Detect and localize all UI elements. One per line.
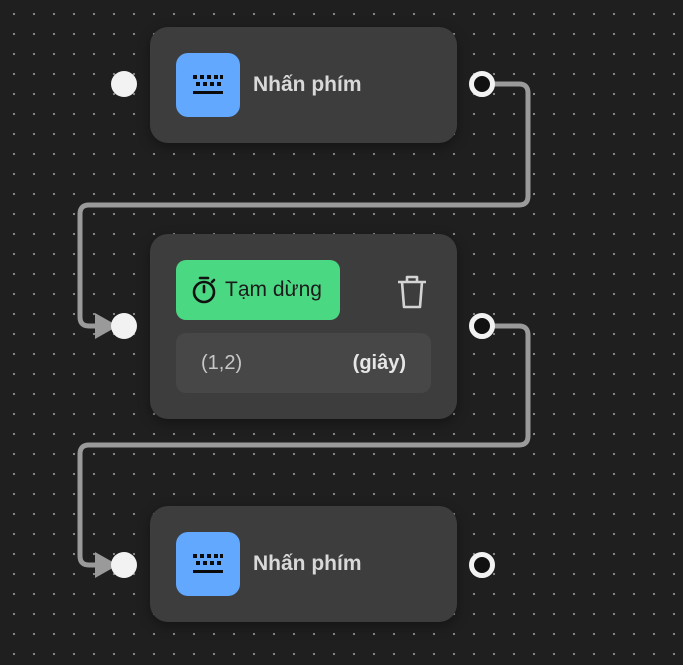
node-label: Nhấn phím bbox=[253, 73, 362, 96]
trash-icon[interactable] bbox=[394, 272, 430, 312]
node-2-output-handle[interactable] bbox=[469, 313, 495, 339]
node-key-press-1[interactable]: Nhấn phím bbox=[150, 27, 457, 143]
node-3-output-handle[interactable] bbox=[469, 552, 495, 578]
node-3-input-handle[interactable] bbox=[111, 552, 137, 578]
pause-button[interactable]: Tạm dừng bbox=[176, 260, 340, 320]
edge-1-to-2-arrowhead bbox=[95, 313, 118, 339]
node-label: Nhấn phím bbox=[253, 552, 362, 575]
delay-unit: (giây) bbox=[352, 351, 406, 374]
edge-2-to-3 bbox=[77, 323, 531, 568]
edge-2-to-3-arrowhead bbox=[95, 552, 118, 578]
keyboard-icon bbox=[176, 532, 240, 596]
node-pause[interactable]: Tạm dừng (1,2) (giây) bbox=[150, 234, 457, 419]
pause-label: Tạm dừng bbox=[225, 278, 322, 301]
node-1-output-handle[interactable] bbox=[469, 71, 495, 97]
delay-param-field[interactable]: (1,2) (giây) bbox=[176, 333, 431, 393]
timer-icon bbox=[191, 276, 217, 304]
node-1-input-handle[interactable] bbox=[111, 71, 137, 97]
edge-1-to-2 bbox=[77, 81, 531, 329]
keyboard-icon bbox=[176, 53, 240, 117]
delay-value[interactable]: (1,2) bbox=[201, 351, 243, 374]
node-key-press-2[interactable]: Nhấn phím bbox=[150, 506, 457, 622]
node-2-input-handle[interactable] bbox=[111, 313, 137, 339]
